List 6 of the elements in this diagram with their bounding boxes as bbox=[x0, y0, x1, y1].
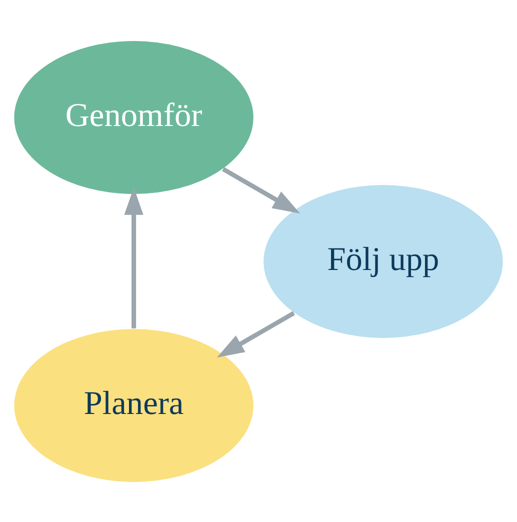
arrow bbox=[124, 187, 144, 328]
node-ellipse: Planera bbox=[14, 328, 254, 482]
arrow bbox=[216, 310, 295, 357]
node-ellipse: Följ upp bbox=[264, 184, 503, 338]
node-ellipse: Genomför bbox=[14, 40, 254, 194]
arrow bbox=[222, 166, 300, 213]
